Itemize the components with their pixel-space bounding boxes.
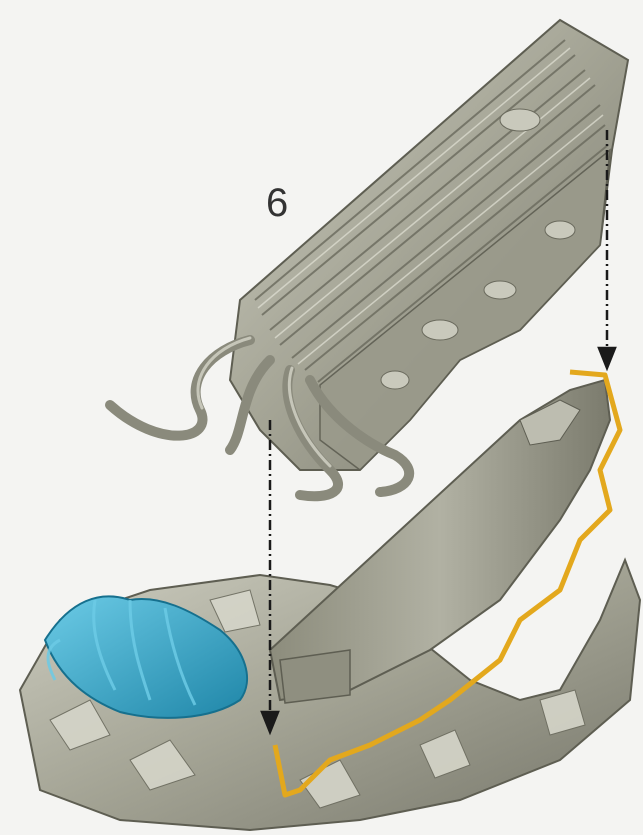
step-number-label: 6 xyxy=(266,181,288,225)
right-arrowhead xyxy=(599,348,615,368)
